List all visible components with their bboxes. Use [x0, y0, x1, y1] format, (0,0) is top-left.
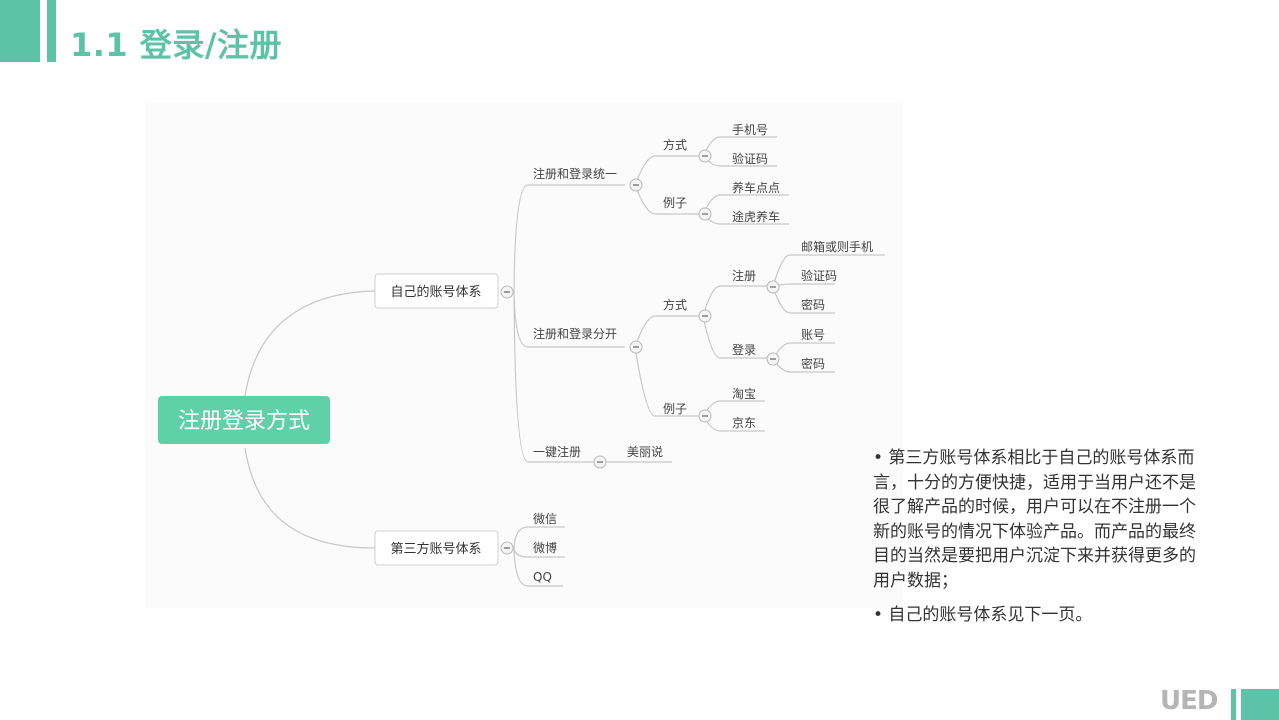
- login-item-account: 账号: [801, 328, 825, 342]
- third-item-wechat: 微信: [533, 512, 557, 526]
- separate-example-node: 例子: [663, 402, 687, 416]
- link-root-own: [244, 290, 376, 397]
- register-item-code: 验证码: [801, 268, 837, 283]
- collapse-unified-example-button[interactable]: [698, 207, 712, 221]
- collapse-third-button[interactable]: [500, 541, 514, 555]
- link-root-third: [244, 447, 376, 549]
- separate-example-item-1: 淘宝: [732, 387, 756, 401]
- onekey-example: 美丽说: [627, 444, 663, 459]
- own-account-label: 自己的账号体系: [390, 284, 481, 300]
- third-account-node: 第三方账号体系: [374, 530, 499, 566]
- note-third-party: • 第三方账号体系相比于自己的账号体系而言，十分的方便快捷，适用于当用户还不是很…: [873, 448, 1196, 591]
- unified-method-node: 方式: [663, 137, 687, 152]
- onekey-node: 一键注册: [533, 444, 581, 459]
- unified-example-item-2: 途虎养车: [732, 209, 780, 224]
- collapse-register-button[interactable]: [766, 280, 780, 294]
- root-node-label: 注册登录方式: [178, 409, 310, 434]
- own-account-node: 自己的账号体系: [374, 273, 499, 309]
- root-node: 注册登录方式: [158, 396, 330, 444]
- unified-example-node: 例子: [663, 196, 687, 210]
- unified-example-item-1: 养车点点: [732, 180, 780, 195]
- link-separate-children: [634, 315, 703, 417]
- collapse-separate-button[interactable]: [629, 340, 643, 354]
- collapse-unified-method-button[interactable]: [698, 149, 712, 163]
- register-node: 注册: [732, 268, 756, 283]
- mind-map: 注册登录方式 自己的账号体系 第三方账号体系 注册和登录统一 方式 手机号 验证…: [145, 103, 903, 608]
- third-account-label: 第三方账号体系: [390, 541, 481, 557]
- unified-method-item-phone: 手机号: [732, 123, 768, 137]
- slide-title: 1.1 登录/注册: [70, 26, 283, 64]
- link-third-items: [513, 526, 565, 587]
- third-item-qq: QQ: [533, 570, 552, 584]
- separate-example-item-2: 京东: [732, 416, 756, 430]
- collapse-own-button[interactable]: [500, 285, 514, 299]
- login-item-password: 密码: [801, 356, 825, 371]
- header-accent-bar-left: [0, 0, 40, 62]
- notes-panel: • 第三方账号体系相比于自己的账号体系而言，十分的方便快捷，适用于当用户还不是很…: [873, 446, 1203, 638]
- collapse-unified-button[interactable]: [629, 178, 643, 192]
- note-own-account: • 自己的账号体系见下一页。: [873, 605, 1093, 625]
- link-register-items: [772, 254, 885, 314]
- footer-accent-bar-thin: [1231, 689, 1236, 720]
- login-node: 登录: [732, 342, 756, 357]
- collapse-separate-method-button[interactable]: [698, 309, 712, 323]
- collapse-login-button[interactable]: [766, 352, 780, 366]
- unified-node: 注册和登录统一: [533, 166, 617, 181]
- collapse-separate-example-button[interactable]: [698, 409, 712, 423]
- footer-accent-bar-wide: [1241, 689, 1279, 720]
- separate-node: 注册和登录分开: [533, 326, 617, 341]
- unified-method-item-code: 验证码: [732, 151, 768, 166]
- collapse-onekey-button[interactable]: [593, 455, 607, 469]
- separate-method-node: 方式: [663, 297, 687, 312]
- ued-logo: UED: [1160, 686, 1218, 716]
- register-item-password: 密码: [801, 297, 825, 312]
- third-item-weibo: 微博: [533, 540, 557, 555]
- header-accent-bar-thin: [47, 0, 56, 62]
- link-own-children: [513, 184, 625, 463]
- register-item-email: 邮箱或则手机: [801, 239, 873, 254]
